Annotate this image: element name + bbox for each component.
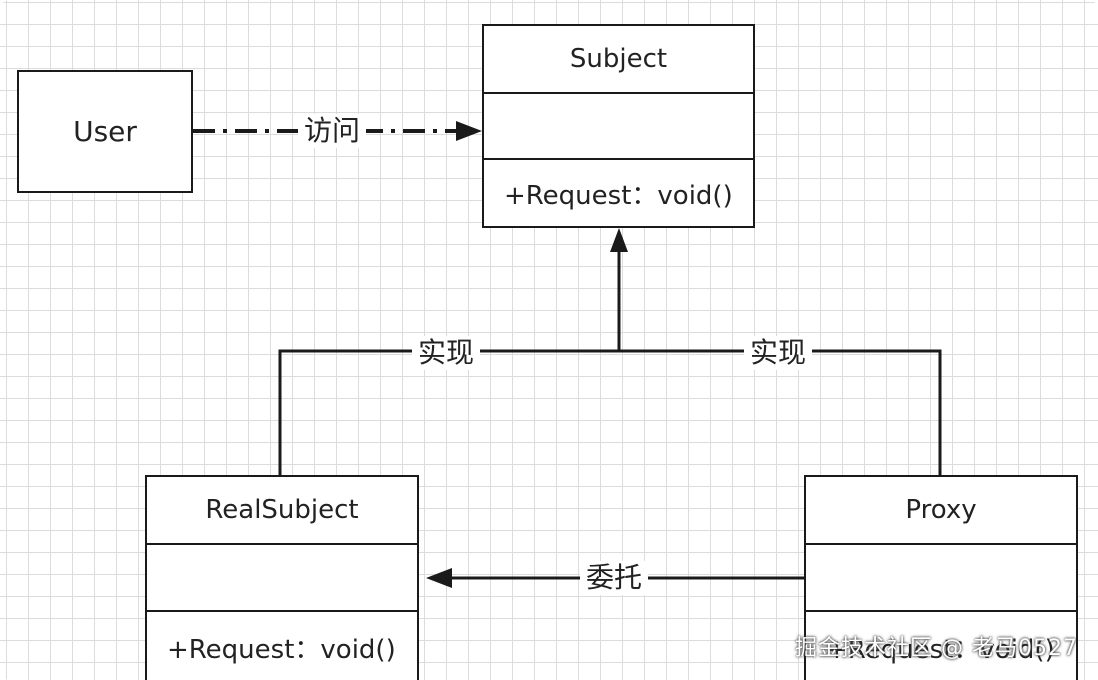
implements-left-label: 实现 (412, 336, 481, 370)
delegate-label: 委托 (580, 561, 649, 595)
delegate-arrowhead (426, 568, 452, 588)
proxy-realization-line (619, 349, 942, 476)
user-box: User (17, 70, 193, 193)
subject-name-section: Subject (484, 26, 753, 94)
proxy-class: Proxy +Request：void() (804, 475, 1078, 680)
proxy-method: +Request：void() (826, 634, 1055, 665)
realsubject-method: +Request：void() (167, 634, 396, 665)
subject-attributes-section (484, 94, 753, 160)
proxy-attributes-section (806, 545, 1076, 612)
watermark: 掘金技术社区 @ 老马0527 (795, 636, 1078, 661)
proxy-name-section: Proxy (806, 477, 1076, 545)
proxy-methods-section: +Request：void() (806, 612, 1076, 680)
subject-name: Subject (569, 44, 668, 74)
subject-class: Subject +Request：void() (482, 24, 755, 228)
realsubject-attributes-section (147, 545, 417, 612)
access-arrowhead (456, 121, 482, 141)
realization-arrowhead (610, 228, 628, 252)
user-label: User (73, 115, 137, 148)
realsubject-name: RealSubject (205, 495, 359, 525)
subject-method: +Request：void() (504, 180, 733, 211)
access-label: 访问 (298, 114, 367, 148)
realsubject-methods-section: +Request：void() (147, 612, 417, 680)
realsubject-class: RealSubject +Request：void() (145, 475, 419, 680)
implements-right-label: 实现 (744, 336, 813, 370)
realsubject-name-section: RealSubject (147, 477, 417, 545)
subject-methods-section: +Request：void() (484, 160, 753, 226)
proxy-name: Proxy (905, 495, 977, 525)
